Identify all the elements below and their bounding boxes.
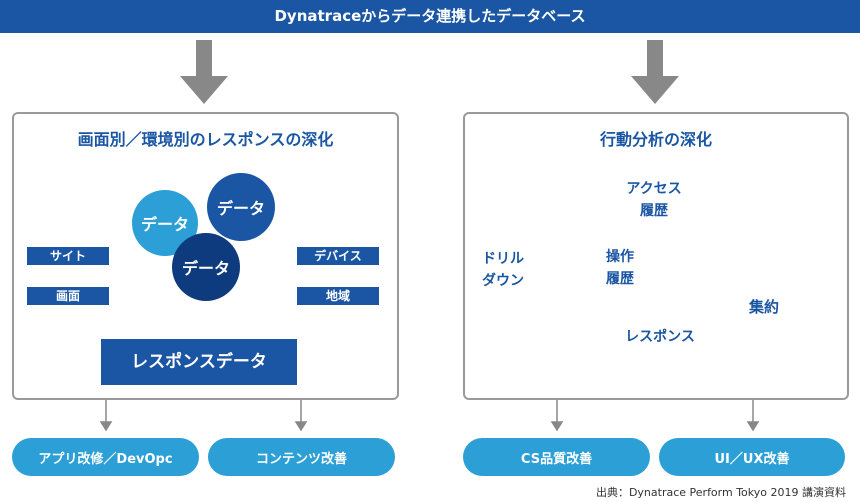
- cycle-response: レスポンス: [625, 329, 695, 345]
- data-circle: データ: [172, 233, 240, 301]
- result-pill-content: コンテンツ改善: [208, 438, 395, 476]
- source-footnote: 出典：Dynatrace Perform Tokyo 2019 講演資料: [595, 486, 846, 499]
- result-pill-app-devops: アプリ改修／DevOpc: [12, 438, 199, 476]
- drill-down-label: ドリル ダウン: [482, 251, 524, 289]
- result-pill-ui-ux: UI／UX改善: [659, 438, 845, 476]
- down-arrow-icon-left: [180, 40, 228, 104]
- down-arrow-icon-right: [631, 40, 679, 104]
- result-arrow-icon: [99, 398, 760, 432]
- input-tag-screen: 画面: [27, 287, 109, 305]
- cycle-access-history: アクセス 履歴: [626, 181, 682, 219]
- data-circle: データ: [207, 173, 275, 241]
- aggregate-label: 集約: [748, 298, 779, 316]
- right-panel: 行動分析の深化: [463, 112, 849, 400]
- right-panel-title: 行動分析の深化: [599, 130, 712, 149]
- input-tag-region: 地域: [297, 287, 379, 305]
- input-tag-device: デバイス: [297, 247, 379, 265]
- result-pill-cs-quality: CS品質改善: [463, 438, 650, 476]
- left-panel-title: 画面別／環境別のレスポンスの深化: [77, 130, 334, 149]
- response-data-box: レスポンスデータ: [101, 339, 297, 385]
- header-title: Dynatraceからデータ連携したデータベース: [0, 0, 860, 33]
- cycle-operation-history: 操作 履歴: [606, 249, 634, 287]
- input-tag-site: サイト: [27, 247, 109, 265]
